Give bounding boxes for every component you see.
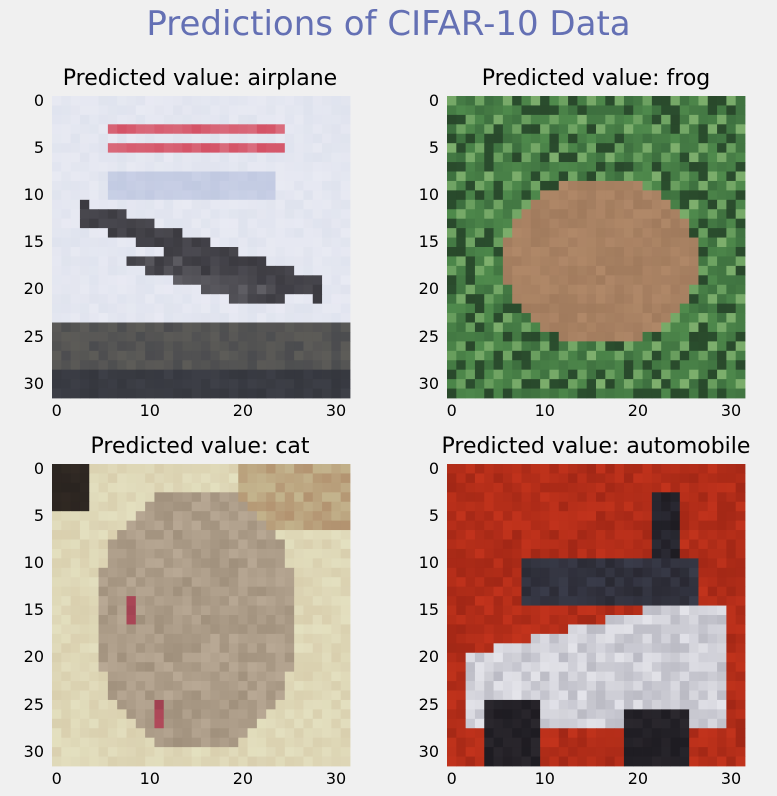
y-tick-label: 30 xyxy=(418,741,439,761)
y-tick-label: 30 xyxy=(418,373,439,393)
panel-title-frog: Predicted value: frog xyxy=(481,66,711,91)
y-tick-label: 5 xyxy=(33,137,44,157)
panel-title-airplane: Predicted value: airplane xyxy=(62,66,338,91)
x-tick-label: 0 xyxy=(446,769,457,788)
y-tick-label: 25 xyxy=(418,694,439,714)
x-tick-label: 10 xyxy=(534,401,555,420)
x-tick-label: 30 xyxy=(720,769,742,788)
x-tick-label: 30 xyxy=(325,401,347,420)
panel-title-automobile: Predicted value: automobile xyxy=(441,434,751,459)
y-tick-label: 20 xyxy=(23,279,44,299)
y-tick-label: 30 xyxy=(23,741,44,761)
x-tick-label: 20 xyxy=(627,769,649,788)
x-tick-label: 10 xyxy=(139,401,160,420)
y-tick-label: 5 xyxy=(428,505,439,525)
x-tick-label: 20 xyxy=(232,769,254,788)
image-panel-automobile: 0 5 10 15 20 25 30 0 10 20 30 xyxy=(395,456,775,788)
y-tick-label: 15 xyxy=(418,600,439,620)
y-tick-label: 25 xyxy=(418,326,439,346)
figure-title: Predictions of CIFAR-10 Data xyxy=(146,4,631,44)
y-tick-label: 5 xyxy=(33,505,44,525)
y-tick-label: 25 xyxy=(23,326,44,346)
image-panel-airplane: 0 5 10 15 20 25 30 0 10 20 30 xyxy=(0,88,380,420)
y-tick-label: 10 xyxy=(23,185,44,205)
y-tick-label: 0 xyxy=(33,90,44,110)
x-tick-label: 0 xyxy=(51,401,62,420)
y-tick-label: 30 xyxy=(23,373,44,393)
y-tick-label: 10 xyxy=(418,185,439,205)
y-tick-label: 15 xyxy=(418,232,439,252)
x-tick-label: 30 xyxy=(325,769,347,788)
x-tick-label: 30 xyxy=(720,401,742,420)
y-tick-label: 20 xyxy=(418,279,439,299)
image-panel-cat: 0 5 10 15 20 25 30 0 10 20 30 xyxy=(0,456,380,788)
x-tick-label: 0 xyxy=(446,401,457,420)
y-tick-label: 20 xyxy=(418,647,439,667)
panel-title-cat: Predicted value: cat xyxy=(90,434,310,459)
y-tick-label: 0 xyxy=(33,458,44,478)
y-tick-label: 15 xyxy=(23,232,44,252)
y-tick-label: 10 xyxy=(23,553,44,573)
image-canvas xyxy=(447,464,746,767)
image-canvas xyxy=(52,96,351,399)
y-tick-label: 20 xyxy=(23,647,44,667)
y-tick-label: 5 xyxy=(428,137,439,157)
x-tick-label: 20 xyxy=(232,401,254,420)
x-tick-label: 20 xyxy=(627,401,649,420)
y-tick-label: 10 xyxy=(418,553,439,573)
x-tick-label: 10 xyxy=(139,769,160,788)
y-tick-label: 15 xyxy=(23,600,44,620)
x-tick-label: 10 xyxy=(534,769,555,788)
y-tick-label: 25 xyxy=(23,694,44,714)
image-panel-frog: 0 5 10 15 20 25 30 0 10 20 30 xyxy=(395,88,775,420)
y-tick-label: 0 xyxy=(428,458,439,478)
x-tick-label: 0 xyxy=(51,769,62,788)
image-canvas xyxy=(447,96,746,399)
image-canvas xyxy=(52,464,351,767)
y-tick-label: 0 xyxy=(428,90,439,110)
